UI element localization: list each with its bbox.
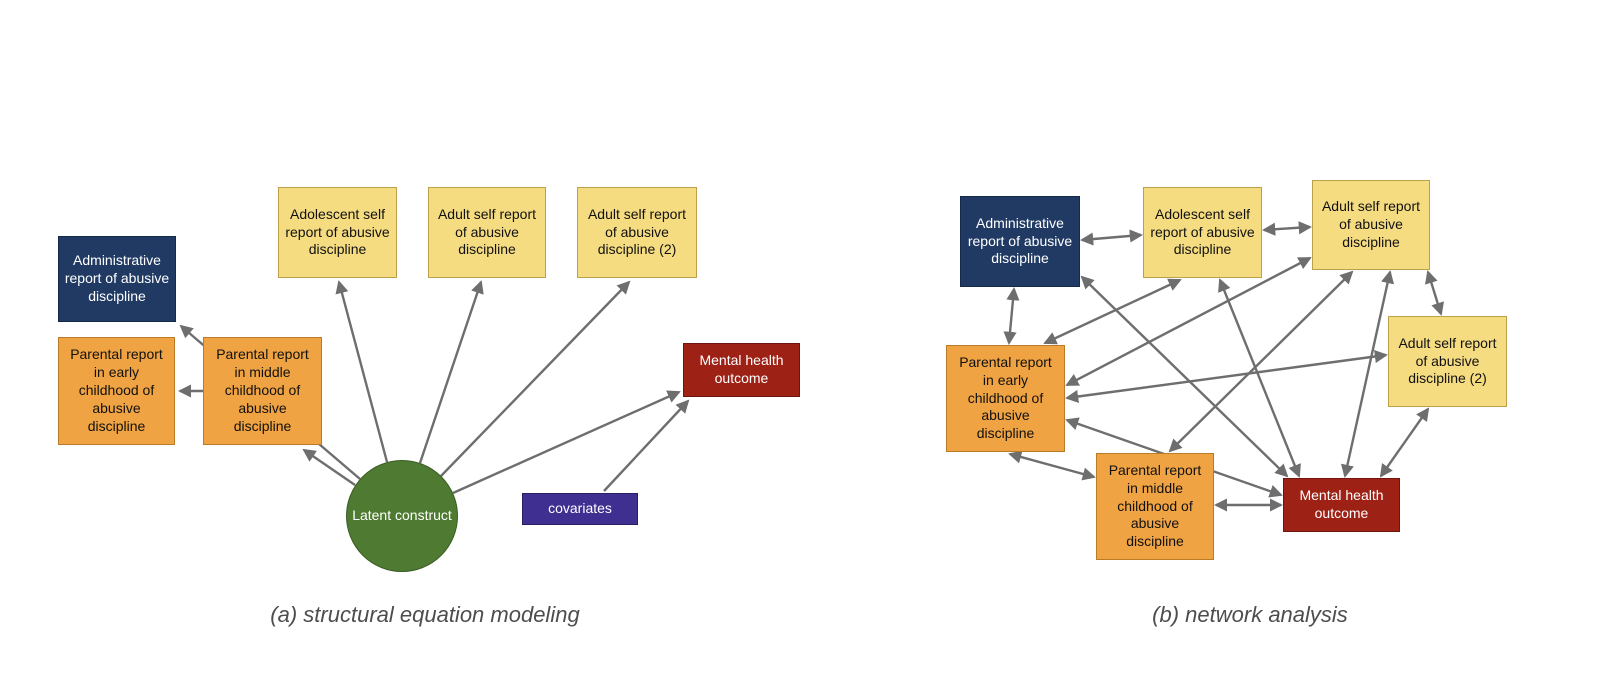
net-node-parental-early: Parental report in early childhood of ab… (946, 345, 1065, 452)
node-label: Adult self report of abusive discipline (437, 205, 537, 258)
sem-node-administrative: Administrative report of abusive discipl… (58, 236, 176, 322)
node-label: Parental report in early childhood of ab… (959, 353, 1052, 442)
caption-panel-a: (a) structural equation modeling (270, 602, 580, 627)
node-label: Parental report in middle childhood of a… (216, 346, 309, 434)
sem-edge-latent-adult-self-2 (440, 280, 631, 477)
net-edge-mental-health-adult-self-2 (1379, 407, 1430, 478)
sem-edge-latent-adult-self (418, 280, 484, 464)
node-label: Adult self report of abusive discipline … (587, 205, 687, 258)
node-label: Mental health outcome (1299, 487, 1384, 521)
net-node-adult-self-2: Adult self report of abusive discipline … (1388, 316, 1507, 407)
sem-edge-covariates-mental-health (603, 399, 690, 492)
sem-node-adolescent: Adolescent self report of abusive discip… (278, 187, 397, 278)
node-label: covariates (548, 500, 612, 517)
node-label: Adolescent self report of abusive discip… (285, 205, 390, 258)
sem-edge-latent-adolescent (335, 280, 389, 463)
node-label: Adult self report of abusive discipline … (1398, 334, 1497, 387)
node-label: Parental report in middle childhood of a… (1108, 461, 1202, 550)
sem-node-latent-construct: Latent construct (346, 460, 458, 572)
net-edge-administrative-mental-health (1080, 275, 1289, 478)
caption-panel-b: (b) network analysis (1152, 602, 1348, 627)
net-edge-mental-health-adult-self (1340, 270, 1395, 478)
sem-node-parental-early: Parental report in early childhood of ab… (58, 337, 175, 445)
sem-edge-latent-parental-middle (302, 448, 356, 486)
net-node-administrative: Administrative report of abusive discipl… (960, 196, 1080, 287)
net-edge-adult-self-adult-self-2 (1425, 270, 1444, 316)
node-label: Administrative report of abusive discipl… (64, 252, 170, 304)
sem-edge-latent-mental-health (452, 390, 681, 495)
node-label: Adolescent self report of abusive discip… (1150, 205, 1255, 258)
net-edge-parental-middle-adult-self (1168, 270, 1354, 453)
sem-node-adult-self: Adult self report of abusive discipline (428, 187, 546, 278)
net-edge-adolescent-adult-self (1262, 221, 1312, 236)
net-node-adult-self: Adult self report of abusive discipline (1312, 180, 1430, 270)
node-label: Adult self report of abusive discipline (1321, 198, 1421, 250)
sem-node-parental-middle: Parental report in middle childhood of a… (203, 337, 322, 445)
node-label: Latent construct (352, 507, 452, 524)
net-edge-mental-health-adolescent (1218, 278, 1301, 478)
sem-node-adult-self-2: Adult self report of abusive discipline … (577, 187, 697, 278)
sem-node-covariates: covariates (522, 493, 638, 525)
node-label: Mental health outcome (699, 352, 784, 386)
net-edge-parental-early-adult-self-2 (1065, 349, 1388, 404)
node-label: Administrative report of abusive discipl… (967, 214, 1073, 267)
net-edge-administrative-adolescent (1080, 229, 1143, 246)
net-edge-parental-early-parental-middle (1008, 450, 1096, 481)
node-label: Parental report in early childhood of ab… (70, 346, 163, 434)
net-edge-administrative-parental-early (1003, 287, 1020, 345)
net-node-parental-middle: Parental report in middle childhood of a… (1096, 453, 1214, 560)
net-node-adolescent: Adolescent self report of abusive discip… (1143, 187, 1262, 278)
net-edge-parental-early-adolescent (1043, 278, 1182, 345)
net-node-mental-health: Mental health outcome (1283, 478, 1400, 532)
sem-node-mental-health: Mental health outcome (683, 343, 800, 397)
